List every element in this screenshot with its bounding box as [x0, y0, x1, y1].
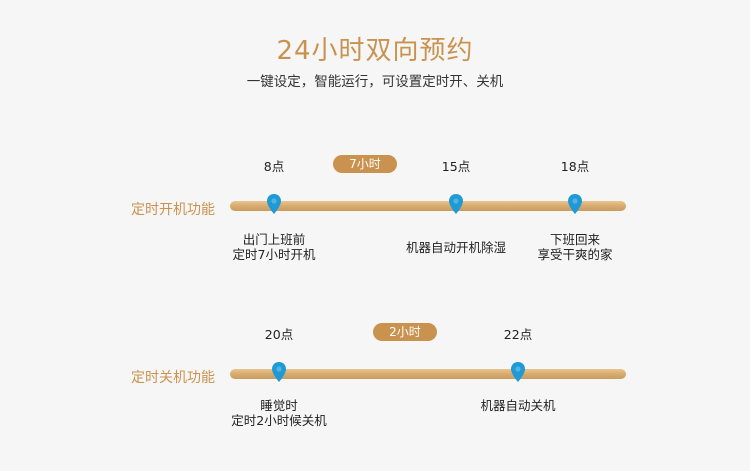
tick-18: 18点 [560, 159, 590, 174]
marker-pin-icon [449, 194, 463, 214]
tick-15: 15点 [441, 159, 471, 174]
on-timer-label: 定时开机功能 [131, 202, 215, 218]
marker-pin-icon [267, 194, 281, 214]
caption-back-home: 下班回来 享受干爽的家 [537, 232, 613, 262]
duration-badge: 2小时 [373, 323, 437, 341]
caption-bedtime: 睡觉时 定时2小时候关机 [231, 398, 327, 428]
off-timer-track [230, 369, 626, 379]
marker-pin-icon [272, 362, 286, 382]
on-timer-track [230, 201, 626, 211]
off-timer-label: 定时关机功能 [131, 370, 215, 386]
marker-pin-icon [568, 194, 582, 214]
page-subtitle: 一键设定，智能运行，可设置定时开、关机 [246, 74, 504, 90]
page-title: 24小时双向预约 [276, 36, 474, 66]
duration-badge: 7小时 [333, 155, 397, 173]
caption-auto-on: 机器自动开机除湿 [405, 240, 507, 255]
caption-auto-off: 机器自动关机 [480, 398, 556, 413]
tick-22: 22点 [503, 327, 533, 342]
marker-pin-icon [511, 362, 525, 382]
caption-leave-home: 出门上班前 定时7小时开机 [232, 232, 316, 262]
tick-20: 20点 [264, 327, 294, 342]
tick-8: 8点 [263, 159, 285, 174]
